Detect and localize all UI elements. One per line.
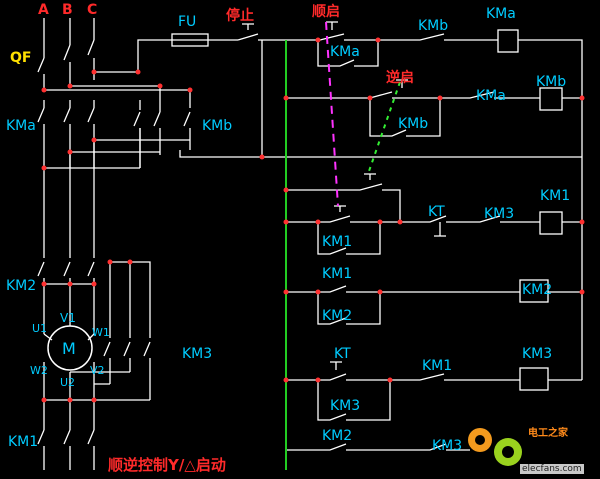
fuse-symbol	[171, 33, 209, 47]
terminal-w2: W2	[30, 364, 48, 377]
km2-main-label: KM2	[6, 278, 36, 294]
caption: 顺逆控制Y/△启动	[108, 456, 226, 474]
phase-b-label: B	[62, 2, 73, 18]
kmb-coil-label: KMb	[536, 74, 566, 90]
km1-main-label: KM1	[8, 434, 38, 450]
terminal-u1: U1	[32, 322, 47, 335]
terminal-u2: U2	[60, 376, 75, 389]
kma-interlock-label: KMa	[476, 88, 506, 104]
coil-km2	[519, 279, 549, 303]
coil-kma	[497, 29, 519, 53]
link-reverse	[367, 81, 401, 175]
km2-hold-label: KM2	[322, 308, 352, 324]
phase-a-label: A	[38, 2, 49, 18]
km3-hold-label: KM3	[330, 398, 360, 414]
kma-hold-label: KMa	[330, 44, 360, 60]
kt-contact-label: KT	[428, 204, 445, 220]
km1-coil-label: KM1	[540, 188, 570, 204]
watermark-text: 电工之家	[528, 428, 568, 439]
km1-contact-label: KM1	[322, 266, 352, 282]
km1-interlock-label: KM1	[422, 358, 452, 374]
stop-label: 停止	[226, 7, 254, 24]
terminal-v1: V1	[60, 311, 76, 325]
motor-label: M	[62, 339, 76, 358]
labels: A B C QF FU 停止 顺启 逆启 KMa KMb KMb KMa KMa…	[6, 2, 570, 474]
km1-hold-label: KM1	[322, 234, 352, 250]
reverse-start-label: 逆启	[386, 69, 414, 86]
link-forward	[325, 21, 339, 207]
km3-coil-label: KM3	[522, 346, 552, 362]
kma-coil-label: KMa	[486, 6, 516, 22]
forward-start-label: 顺启	[312, 3, 340, 20]
terminal-w1: W1	[92, 326, 110, 339]
qf-label: QF	[10, 50, 31, 66]
terminal-v2: V2	[90, 364, 105, 377]
watermark-url: elecfans.com	[520, 464, 584, 474]
phase-c-label: C	[87, 2, 97, 18]
km2-coil-label: KM2	[522, 282, 552, 298]
coil-kmb	[539, 87, 563, 111]
fu-label: FU	[178, 14, 196, 30]
km3-main-label: KM3	[182, 346, 212, 362]
km2-contact-label: KM2	[322, 428, 352, 444]
coil-km3	[519, 367, 549, 391]
junctions	[41, 37, 585, 403]
coil-km1	[539, 211, 563, 235]
km3-bottom-label: KM3	[432, 438, 462, 454]
kmb-interlock-label: KMb	[418, 18, 448, 34]
wires	[37, 18, 583, 470]
kmb-main-label: KMb	[202, 118, 232, 134]
watermark-logo	[468, 428, 522, 466]
kt-nc-label: KT	[334, 346, 351, 362]
km3-interlock-label: KM3	[484, 206, 514, 222]
kma-main-label: KMa	[6, 118, 36, 134]
kmb-hold-label: KMb	[398, 116, 428, 132]
